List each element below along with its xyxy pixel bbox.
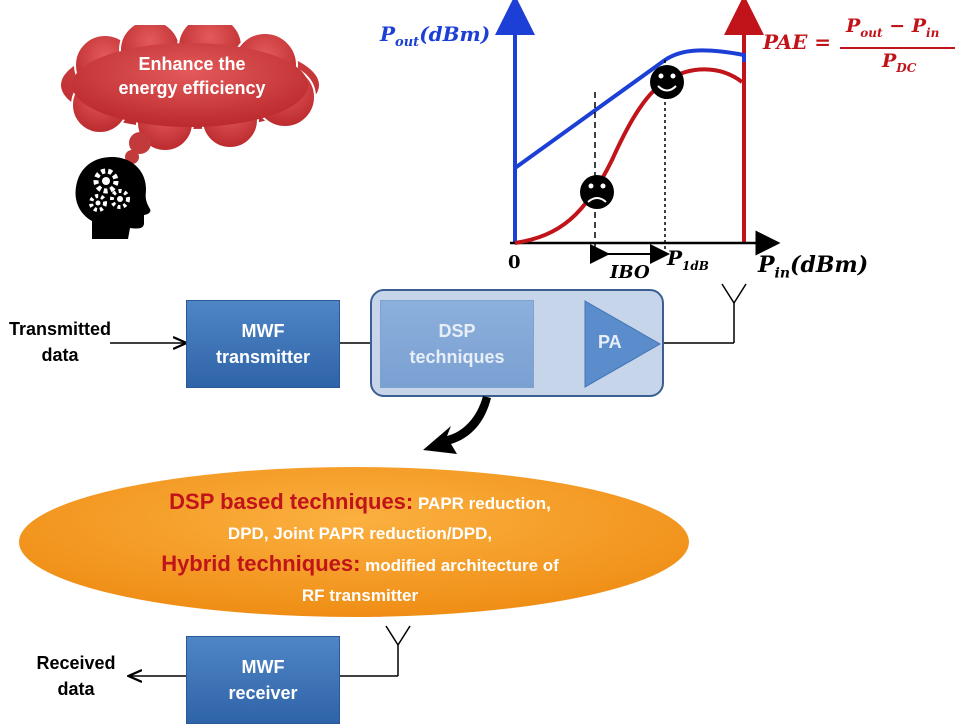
origin-label: 0	[508, 252, 521, 273]
pae-num-p2-sub: in	[926, 25, 940, 40]
p1db-p: P	[667, 246, 683, 270]
cloud-text: Enhance the energy efficiency	[92, 52, 292, 100]
tx-input-line-2: data	[41, 345, 79, 365]
dsp-line-2: techniques	[409, 347, 505, 367]
pout-sub: out	[395, 35, 420, 50]
head-gears-icon	[75, 157, 151, 239]
tx-input-line-1: Transmitted	[8, 319, 112, 339]
mwf-tx-line-2: transmitter	[215, 347, 311, 367]
pa-amplifier-icon	[584, 300, 662, 388]
rx-chain-lines	[0, 625, 411, 723]
techniques-ellipse	[17, 465, 691, 619]
curved-arrow-icon	[423, 396, 491, 454]
cloud-line-1: Enhance the	[138, 54, 246, 74]
mwf-rx-line-1: MWF	[241, 657, 285, 677]
mwf-rx-line-2: receiver	[228, 683, 298, 703]
pae-num-p1: P	[846, 15, 861, 37]
happy-face-icon	[650, 65, 684, 99]
pae-num-p2: P	[911, 15, 927, 37]
dsp-text-2: DPD, Joint PAPR reduction/DPD,	[227, 524, 493, 543]
pin-axis-label: Pin(dBm)	[758, 252, 868, 281]
pae-num-minus: −	[882, 15, 912, 37]
p1db-label: P1dB	[667, 246, 709, 273]
pin-unit: (dBm)	[790, 252, 869, 278]
pae-den-sub: DC	[896, 60, 917, 75]
pae-denominator: PDC	[882, 50, 916, 75]
mwf-tx-line-1: MWF	[241, 321, 285, 341]
tx-input-label: Transmitted data	[5, 316, 115, 368]
p1db-sub: 1dB	[682, 259, 709, 273]
pout-axis-label: Pout(dBm)	[380, 22, 490, 50]
mwf-receiver-block: MWF receiver	[186, 636, 340, 724]
ibo-label: IBO	[610, 262, 650, 283]
thought-cloud-icon	[59, 25, 321, 171]
dsp-techniques-line: DSP based techniques: PAPR reduction,	[60, 487, 660, 519]
pae-numerator: Pout − Pin	[846, 15, 939, 40]
pa-label: PA	[598, 332, 622, 352]
pout-unit: (dBm)	[419, 22, 491, 46]
pin-p: P	[758, 252, 775, 278]
pae-curve	[514, 67, 744, 245]
dsp-title: DSP based techniques:	[169, 489, 414, 514]
rx-output-label: Received data	[28, 650, 124, 702]
rx-antenna-icon	[385, 625, 411, 646]
hybrid-techniques-line: Hybrid techniques: modified architecture…	[60, 549, 660, 581]
pin-sub: in	[774, 265, 791, 282]
cloud-line-2: energy efficiency	[118, 78, 266, 98]
rx-output-line-1: Received	[36, 653, 116, 673]
dsp-text-1: PAPR reduction,	[413, 494, 551, 513]
pout-curve	[513, 48, 746, 170]
pae-formula-lhs: PAE =	[763, 30, 832, 54]
antenna-icon	[721, 283, 747, 304]
dsp-techniques-block: DSP techniques	[380, 300, 534, 388]
hybrid-text-1: modified architecture of	[360, 556, 559, 575]
pa-characteristic-chart	[495, 0, 955, 264]
dsp-line-1: DSP	[438, 321, 476, 341]
ellipse-text: DSP based techniques: PAPR reduction, DP…	[60, 487, 660, 611]
rx-output-line-2: data	[57, 679, 95, 699]
mwf-transmitter-block: MWF transmitter	[186, 300, 340, 388]
pout-p: P	[380, 22, 396, 46]
pae-den-p: P	[882, 50, 897, 72]
sad-face-icon	[580, 175, 614, 209]
pae-num-p1-sub: out	[860, 25, 883, 40]
hybrid-text-2: RF transmitter	[301, 586, 419, 605]
hybrid-title: Hybrid techniques:	[161, 551, 361, 576]
